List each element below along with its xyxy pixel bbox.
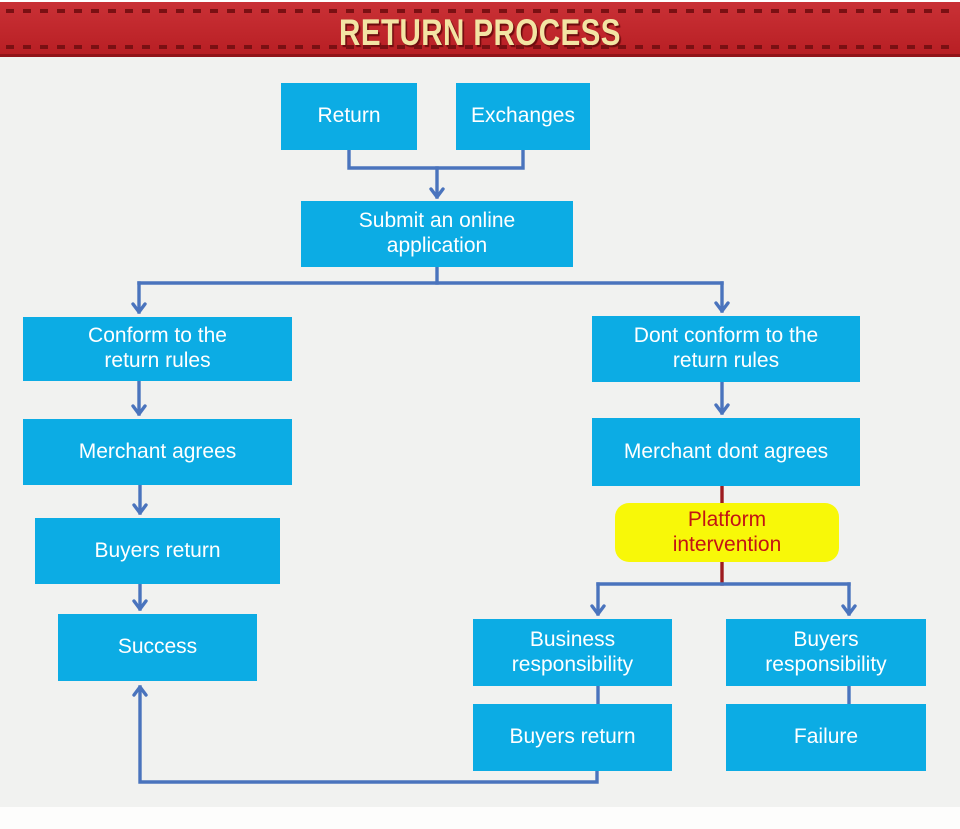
- node-failure: Failure: [726, 704, 926, 771]
- edges-layer: [131, 148, 857, 784]
- node-conform-rules: Conform to the return rules: [23, 317, 292, 381]
- node-buyers-responsibility: Buyers responsibility: [726, 619, 926, 686]
- node-merchant-dont-agrees: Merchant dont agrees: [592, 418, 860, 486]
- node-return: Return: [281, 83, 417, 150]
- node-submit-application: Submit an online application: [301, 201, 573, 267]
- node-success: Success: [58, 614, 257, 681]
- edge-loop-back-to-success: [132, 685, 599, 784]
- edges-group: [131, 148, 857, 784]
- node-exchanges: Exchanges: [456, 83, 590, 150]
- node-merchant-agrees: Merchant agrees: [23, 419, 292, 485]
- header-banner: RETURN PROCESS: [0, 2, 960, 57]
- node-platform-intervention: Platform intervention: [615, 503, 839, 562]
- bottom-strip: [0, 807, 960, 829]
- node-business-responsibility: Business responsibility: [473, 619, 672, 686]
- dashed-border-bottom-icon: [6, 45, 954, 49]
- node-buyers-return-bottom: Buyers return: [473, 704, 672, 771]
- dashed-border-top-icon: [6, 9, 954, 13]
- node-dont-conform-rules: Dont conform to the return rules: [592, 316, 860, 382]
- edge-merge-return-exchanges: [347, 148, 525, 170]
- node-buyers-return-left: Buyers return: [35, 518, 280, 584]
